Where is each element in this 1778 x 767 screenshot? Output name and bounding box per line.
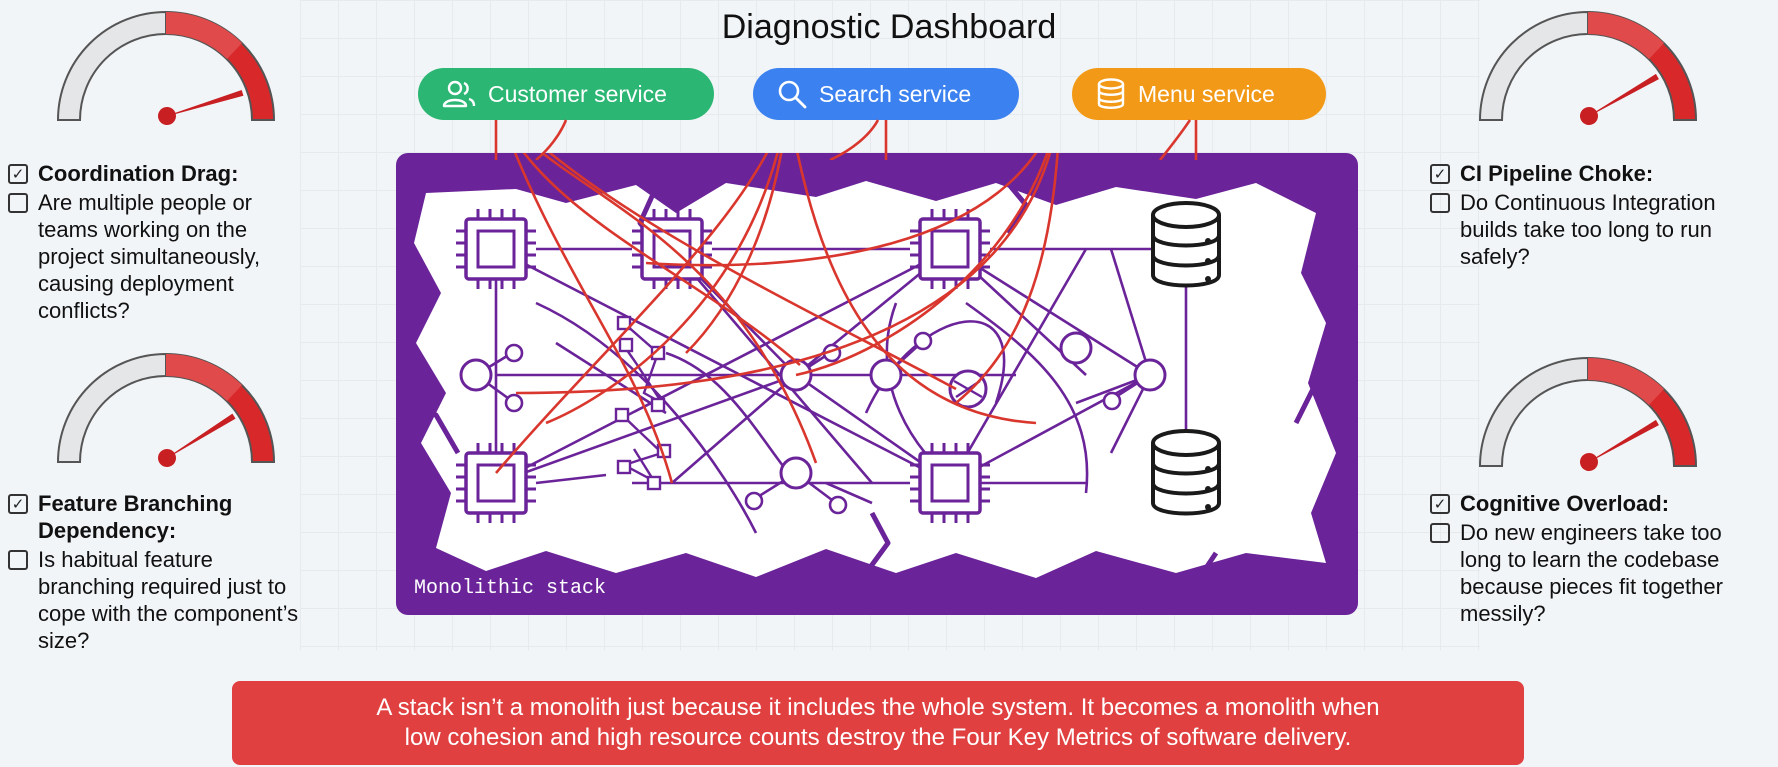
conclusion-banner: A stack isn’t a monolith just because it… xyxy=(232,681,1524,765)
ci-pipeline-gauge xyxy=(1478,10,1698,125)
coordination-drag-gauge xyxy=(56,10,276,125)
customer-service-pill: Customer service xyxy=(418,68,714,120)
users-icon xyxy=(442,80,476,108)
database-icon xyxy=(1097,78,1125,109)
gauge-needle xyxy=(158,413,236,467)
unchecked-checkbox[interactable] xyxy=(1430,193,1450,213)
search-icon xyxy=(778,80,807,109)
unchecked-checkbox[interactable] xyxy=(8,550,28,570)
service-node xyxy=(744,456,848,515)
page-title: Diagnostic Dashboard xyxy=(721,8,1057,46)
banner-line-1: A stack isn’t a monolith just because it… xyxy=(376,694,1380,721)
checklist-heading: CI Pipeline Choke: xyxy=(1460,161,1654,186)
unchecked-checkbox[interactable] xyxy=(1430,523,1450,543)
checklist-heading: Coordination Drag: xyxy=(38,161,239,186)
customer-service-label: Customer service xyxy=(488,80,667,107)
checked-checkbox[interactable]: ✓ xyxy=(8,164,28,184)
banner-line-2: low cohesion and high resource counts de… xyxy=(404,724,1352,751)
cpu-icon xyxy=(454,207,538,291)
cpu-icon xyxy=(908,441,992,525)
feature-branching-gauge xyxy=(56,352,276,467)
diagram-label: Monolithic stack xyxy=(414,577,606,600)
gauge-needle xyxy=(1580,419,1659,471)
checklist-heading: Cognitive Overload: xyxy=(1460,491,1670,516)
coordination-drag-checklist: ✓ Coordination Drag: Are multiple people… xyxy=(8,160,308,324)
database-icon xyxy=(1151,429,1221,516)
unchecked-checkbox[interactable] xyxy=(8,193,28,213)
checklist-question: Are multiple people or teams working on … xyxy=(38,190,261,323)
service-node xyxy=(1059,331,1167,411)
cognitive-overload-checklist: ✓ Cognitive Overload: Do new engineers t… xyxy=(1430,490,1750,627)
cognitive-overload-gauge xyxy=(1478,356,1698,471)
checked-checkbox[interactable]: ✓ xyxy=(1430,494,1450,514)
feature-branching-checklist: ✓ Feature Branching Dependency: Is habit… xyxy=(8,490,308,654)
database-icon xyxy=(1151,201,1221,288)
checked-checkbox[interactable]: ✓ xyxy=(1430,164,1450,184)
checklist-heading: Feature Branching Dependency: xyxy=(38,491,233,543)
service-node xyxy=(459,343,524,413)
checked-checkbox[interactable]: ✓ xyxy=(8,494,28,514)
menu-service-pill: Menu service xyxy=(1072,68,1326,120)
gauge-needle xyxy=(158,90,244,125)
search-service-pill: Search service xyxy=(753,68,1019,120)
checklist-question: Do new engineers take too long to learn … xyxy=(1460,520,1723,626)
checklist-question: Is habitual feature branching required j… xyxy=(38,547,299,653)
service-node xyxy=(869,331,933,392)
search-service-label: Search service xyxy=(819,80,972,107)
cpu-icon xyxy=(454,441,538,525)
monolithic-stack-diagram: Monolithic stack xyxy=(396,153,1358,615)
tangled-cluster xyxy=(614,315,988,491)
checklist-question: Do Continuous Integration builds take to… xyxy=(1460,190,1716,269)
gauge-needle xyxy=(1580,73,1659,125)
ci-pipeline-checklist: ✓ CI Pipeline Choke: Do Continuous Integ… xyxy=(1430,160,1770,270)
menu-service-label: Menu service xyxy=(1138,80,1275,107)
